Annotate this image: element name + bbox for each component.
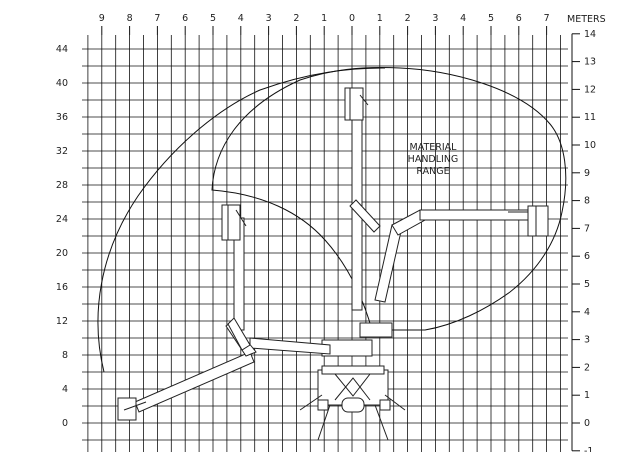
meter-tick-label: 0 [584,418,590,429]
top-meter-tick-label: 8 [127,13,133,24]
top-meter-tick-label: 6 [516,13,522,24]
annotation-line-3: RANGE [416,166,449,177]
top-meter-tick-label: 3 [266,13,272,24]
meter-tick-label: 7 [584,223,590,234]
feet-tick-label: 32 [56,146,68,157]
axis-labels: 048121620242832364044-101234567891011121… [56,13,606,452]
meter-tick-label: 1 [584,390,590,401]
meter-tick-label: 9 [584,168,590,179]
top-meter-tick-label: 9 [99,13,105,24]
feet-tick-label: 0 [62,418,68,429]
feet-tick-label: 40 [56,78,68,89]
top-meter-tick-label: 6 [182,13,188,24]
feet-tick-label: 36 [56,112,68,123]
top-meter-tick-label: 4 [460,13,466,24]
machine-chassis [299,322,406,441]
meter-tick-label: 6 [584,251,590,262]
meter-tick-label: 14 [584,29,596,40]
outer-envelope [97,67,386,373]
top-meter-tick-label: 5 [488,13,494,24]
material-handling-envelope [211,67,567,331]
meter-tick-label: 10 [584,140,596,151]
meter-tick-label: 11 [584,112,596,123]
boom-mid-vertical [221,204,251,351]
meter-tick-label: 2 [584,362,590,373]
top-meter-tick-label: 2 [293,13,299,24]
top-meter-tick-label: 0 [349,13,355,24]
top-meter-tick-label: 2 [405,13,411,24]
top-meter-tick-label: 5 [210,13,216,24]
meter-tick-label: 3 [584,335,590,346]
meter-tick-label: -1 [584,446,593,452]
boom-right-outreach [374,205,549,303]
feet-tick-label: 20 [56,248,68,259]
meter-tick-label: 5 [584,279,590,290]
feet-tick-label: 28 [56,180,68,191]
top-meter-tick-label: 7 [154,13,160,24]
top-meter-tick-label: 4 [238,13,244,24]
top-meter-tick-label: 1 [377,13,383,24]
top-meter-tick-label: 7 [544,13,550,24]
meter-tick-label: 8 [584,196,590,207]
feet-tick-label: 8 [62,350,68,361]
meters-unit-label: METERS [567,14,606,25]
feet-tick-label: 24 [56,214,68,225]
meter-tick-label: 4 [584,307,590,318]
annotation-line-1: MATERIAL [410,142,458,153]
top-meter-tick-label: 1 [321,13,327,24]
meter-tick-label: 13 [584,57,596,68]
annotation-line-2: HANDLING [408,154,459,165]
feet-tick-label: 12 [56,316,68,327]
top-meter-tick-label: 3 [432,13,438,24]
boom-low-reach [117,321,331,421]
feet-tick-label: 44 [56,44,68,55]
feet-tick-label: 16 [56,282,68,293]
boom-tall-vertical [344,87,381,311]
meter-tick-label: 12 [584,84,596,95]
feet-tick-label: 4 [62,384,68,395]
